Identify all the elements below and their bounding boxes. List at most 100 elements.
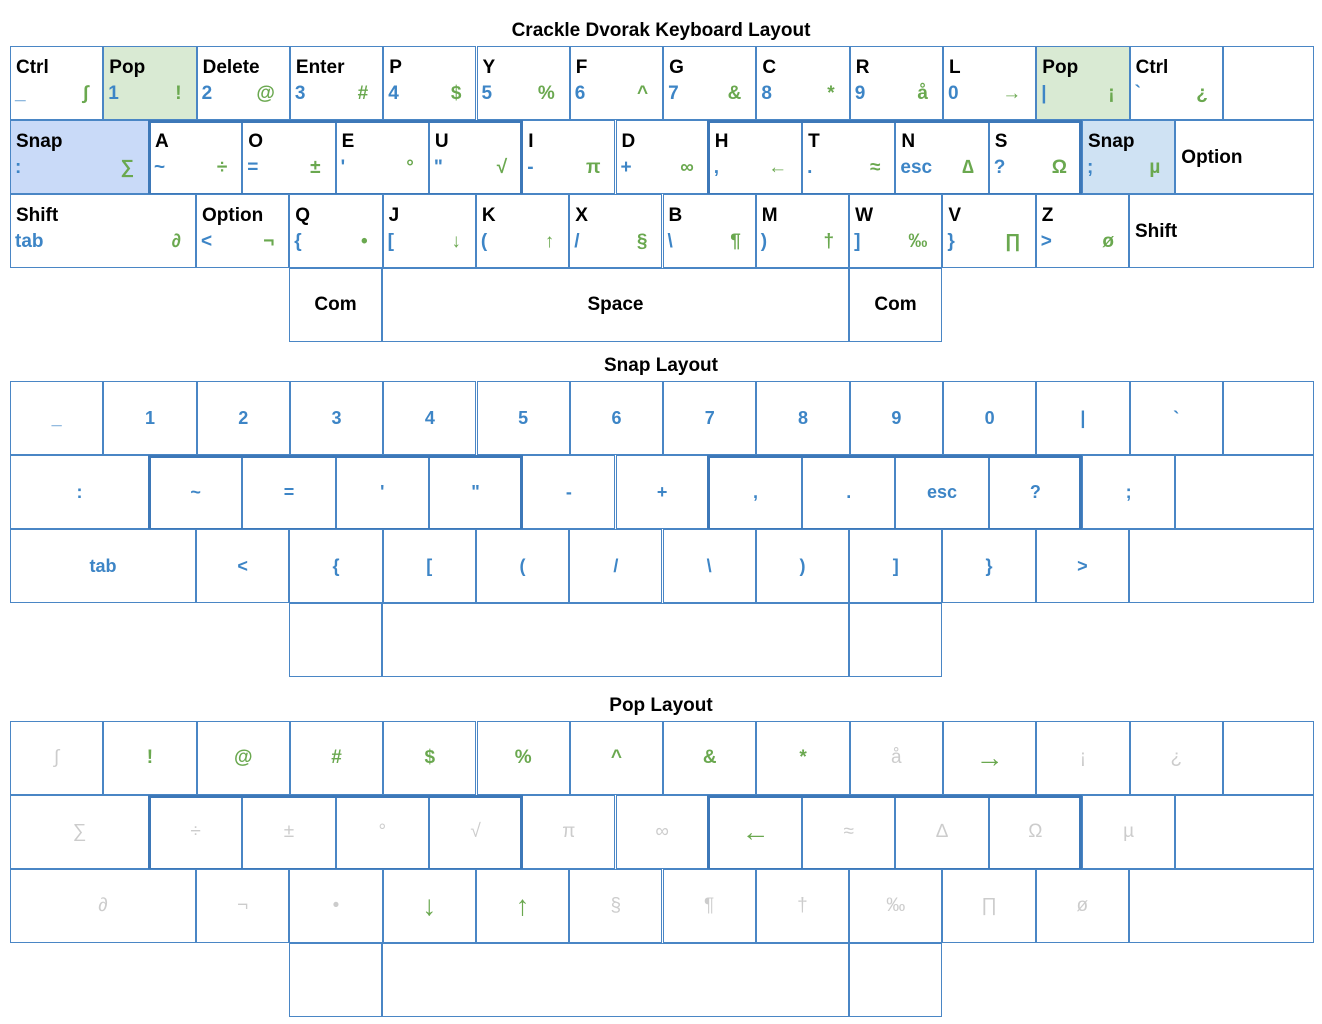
snap-key: [ [382, 529, 476, 603]
snap-symbol: 6 [574, 83, 586, 104]
snap-symbol: 2 [238, 407, 249, 428]
key-label: X [575, 205, 588, 226]
snap-key: 8 [756, 381, 850, 455]
pop-key: ↓ [382, 869, 476, 943]
key-label: Enter [295, 57, 345, 78]
pop-symbol: ° [406, 157, 414, 178]
pop-symbol: @ [233, 747, 253, 768]
snap-symbol: + [620, 157, 632, 178]
snap-key: { [289, 529, 383, 603]
key-w: W]‰ [849, 194, 943, 268]
snap-symbol: + [656, 481, 668, 502]
pop-symbol: ÷ [190, 821, 201, 842]
pop-symbol: Ω [1051, 157, 1067, 178]
pop-key: ← [708, 795, 803, 869]
snap-symbol: ' [340, 157, 346, 178]
key-label: Q [295, 205, 311, 226]
pop-symbol: ∂ [171, 231, 181, 252]
pop-key: ∏ [942, 869, 1036, 943]
pop-symbol: ‰ [886, 895, 906, 916]
key-label: Shift [1135, 221, 1178, 242]
key-label: Delete [202, 57, 260, 78]
snap-key: . [802, 455, 896, 529]
pop-symbol: † [797, 895, 808, 916]
snap-symbol: / [613, 555, 619, 576]
snap-key: 7 [663, 381, 757, 455]
key-label: V [948, 205, 962, 226]
snap-symbol: | [1041, 83, 1047, 104]
pop-symbol: ¿ [1196, 83, 1208, 104]
pop-key: ¡ [1036, 721, 1130, 795]
key-label: Option [1181, 147, 1243, 168]
snap-key: 6 [569, 381, 664, 455]
pop-symbol: ± [310, 157, 321, 178]
key-o: O=± [242, 120, 336, 194]
pop-key: $ [383, 721, 477, 795]
pop-symbol: * [799, 747, 807, 768]
snap-symbol: < [237, 555, 248, 576]
pop-key: ! [103, 721, 197, 795]
snap-symbol: 5 [518, 407, 529, 428]
pop-symbol: $ [424, 747, 436, 768]
pop-symbol: ∏ [1005, 231, 1021, 252]
pop-key: ¶ [662, 869, 756, 943]
pop-symbol: & [702, 747, 717, 768]
pop-key: Ω [988, 795, 1082, 869]
pop-symbol: µ [1149, 157, 1161, 178]
snap-key: ~ [149, 455, 243, 529]
pop-symbol: å [917, 83, 928, 104]
snap-key: = [242, 455, 336, 529]
key-com: Com [849, 268, 942, 342]
snap-key: ; [1082, 455, 1176, 529]
snap-key: ' [335, 455, 429, 529]
pop-key: @ [196, 721, 290, 795]
key-label: T [808, 131, 820, 152]
snap-key: ) [755, 529, 850, 603]
pop-symbol: ! [146, 747, 154, 768]
snap-key: 1 [103, 381, 197, 455]
pop-key: & [663, 721, 757, 795]
snap-symbol: _ [51, 407, 62, 428]
pop-symbol: * [827, 83, 835, 104]
key-label: Option [202, 205, 264, 226]
pop-key: ∑ [10, 795, 149, 869]
key-label: H [714, 131, 729, 152]
key-space: Space [382, 268, 849, 342]
snap-symbol: : [15, 157, 22, 178]
pop-key: ø [1035, 869, 1129, 943]
pop-symbol: ¬ [263, 231, 275, 252]
pop-symbol: # [357, 83, 369, 104]
snap-symbol: ? [993, 157, 1006, 178]
pop-symbol: ∆ [936, 821, 948, 842]
pop-symbol: ≈ [869, 157, 881, 178]
snap-symbol: 4 [424, 407, 435, 428]
pop-symbol: µ [1123, 821, 1135, 842]
snap-thumb-key [849, 603, 942, 677]
key-label: M [761, 205, 778, 226]
key-snap: Snap:∑ [10, 120, 149, 194]
pop-symbol: ∂ [98, 895, 108, 916]
snap-symbol: < [201, 231, 213, 252]
snap-symbol: 1 [108, 83, 119, 104]
key-label: Pop [1042, 57, 1079, 78]
snap-symbol: tab [15, 231, 44, 252]
key-h: H,← [708, 120, 803, 194]
snap-symbol: ~ [154, 157, 166, 178]
key-blank [1222, 46, 1314, 120]
snap-symbol: 2 [201, 83, 213, 104]
snap-key: 3 [289, 381, 384, 455]
key-label: Ctrl [1135, 57, 1169, 78]
snap-symbol: > [1077, 555, 1088, 576]
pop-key: √ [428, 795, 523, 869]
snap-symbol: = [247, 157, 259, 178]
pop-symbol: ∫ [54, 747, 60, 768]
key-label: F [575, 57, 588, 78]
